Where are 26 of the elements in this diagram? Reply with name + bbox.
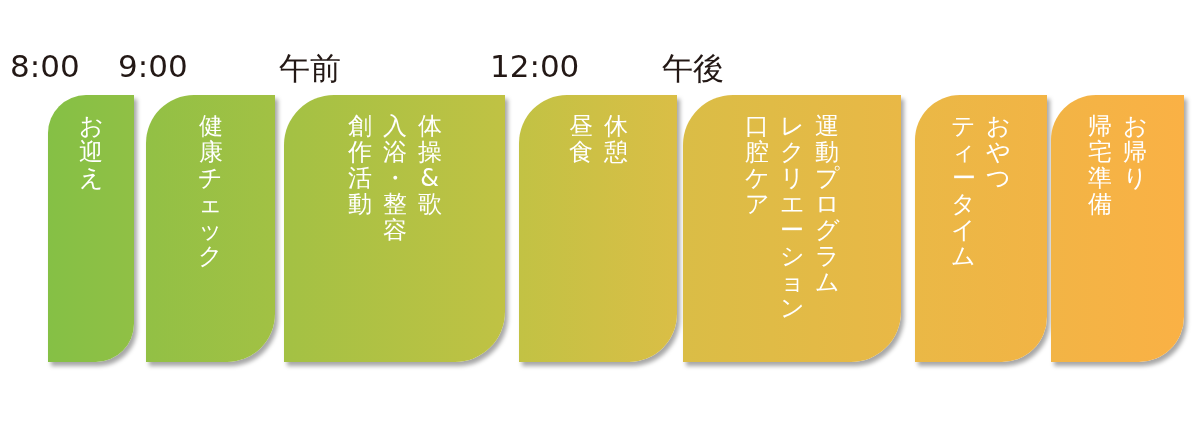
activity-text: 帰宅準備 — [1087, 113, 1113, 217]
schedule-card — [915, 95, 1047, 362]
activity-text: おやつ — [985, 113, 1012, 191]
schedule-card — [146, 95, 275, 362]
activity-text: レクリエーション — [779, 113, 805, 321]
schedule-card — [683, 95, 901, 362]
time-label: 午後 — [662, 49, 724, 88]
activity-text: ティータイム — [950, 113, 977, 269]
activity-text: 運動プログラム — [814, 113, 840, 295]
time-label: 8:00 — [10, 48, 80, 84]
activity-text: お迎え — [78, 113, 104, 191]
schedule-card — [284, 95, 505, 362]
time-label: 9:00 — [118, 48, 188, 84]
activity-text: 休憩 — [602, 113, 629, 165]
activity-text: 昼食 — [567, 113, 594, 165]
activity-text: 入浴・整容 — [381, 113, 408, 243]
schedule-card — [519, 95, 677, 362]
activity-text: 健康チェック — [197, 113, 224, 269]
schedule-card — [1051, 95, 1184, 362]
activity-text: 体操&歌 — [416, 113, 443, 217]
time-label: 午前 — [279, 49, 341, 88]
time-label: 12:00 — [490, 48, 580, 84]
schedule-card — [48, 95, 134, 362]
activity-text: お帰り — [1122, 113, 1148, 191]
activity-text: 創作活動 — [346, 113, 373, 217]
activity-text: 口腔ケア — [744, 113, 770, 217]
